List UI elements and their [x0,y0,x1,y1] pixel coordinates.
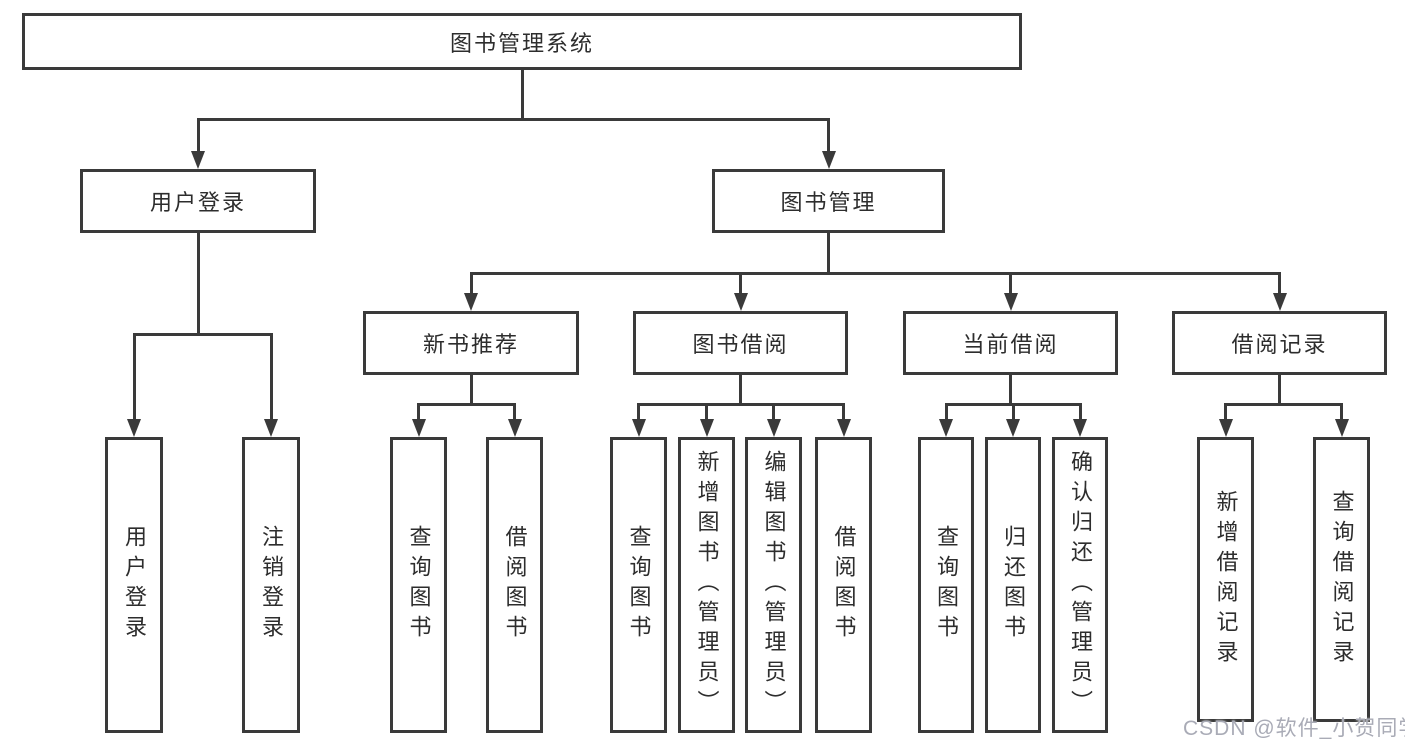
leaf-borrowing-edit-books-admin: 编辑图书（管理员） [745,437,802,733]
node-label: 查询图书 [934,525,959,645]
arrow-down-icon [1334,419,1349,437]
arrow-down-icon [821,151,836,169]
node-label: 图书借阅 [692,332,789,357]
node-label: 查询借阅记录 [1329,489,1355,670]
arrow-down-icon [1006,419,1020,437]
connector-stub [1011,403,1015,421]
node-label: 新增图书（管理员） [694,450,720,720]
node-label: 借阅图书 [502,525,528,645]
connector-stub [772,403,775,421]
arrow-down-icon [939,419,953,437]
arrow-down-icon [1218,419,1233,437]
leaf-recommend-query-books: 查询图书 [390,437,447,733]
connector-user-login-stem [196,233,200,335]
node-label: 归还图书 [1001,525,1026,645]
node-label: 编辑图书（管理员） [761,450,787,720]
connector-user-login-rail [132,333,273,336]
connector-stub [196,118,200,152]
node-label: 新增借阅记录 [1213,489,1239,670]
node-label: 新书推荐 [422,332,519,357]
node-label: 确认归还（管理员） [1068,450,1093,720]
connector-stub [705,403,708,421]
node-label: 查询图书 [406,525,432,645]
node-library-management-system: 图书管理系统 [22,13,1022,70]
connector-stub [842,403,845,421]
connector-stub [827,118,830,152]
node-current-borrowing: 当前借阅 [903,311,1118,375]
node-label: 借阅图书 [831,525,857,645]
connector-stub [637,403,640,421]
node-book-management: 图书管理 [712,169,945,233]
node-label: 注销登录 [259,525,284,645]
arrow-down-icon [1003,293,1018,311]
node-label: 用户登录 [122,525,147,645]
node-label: 当前借阅 [962,332,1059,357]
arrow-down-icon [631,419,646,437]
leaf-records-query-borrow-record: 查询借阅记录 [1313,437,1370,722]
connector-stub [1078,403,1082,421]
node-user-login: 用户登录 [80,169,316,233]
connector-stem [1009,375,1012,405]
connector-book-mgmt-stem [827,233,830,275]
arrow-down-icon [464,293,478,311]
leaf-current-query-books: 查询图书 [918,437,974,733]
connector-stem [739,375,742,405]
arrow-down-icon [264,419,278,437]
arrow-down-icon [766,419,781,437]
arrow-down-icon [191,151,205,169]
leaf-borrowing-add-books-admin: 新增图书（管理员） [678,437,735,733]
node-label: 图书管理系统 [449,30,594,56]
leaf-current-confirm-return-admin: 确认归还（管理员） [1052,437,1108,733]
connector-stub [1340,403,1343,421]
connector-rail [1224,403,1343,406]
arrow-down-icon [836,419,851,437]
connector-level3-rail [469,272,1280,275]
connector-stub [944,403,948,421]
leaf-current-return-books: 归还图书 [985,437,1041,733]
leaf-borrowing-query-books: 查询图书 [610,437,667,733]
arrow-down-icon [507,419,522,437]
node-book-borrowing: 图书借阅 [633,311,848,375]
connector-stub [1009,272,1012,294]
arrow-down-icon [699,419,714,437]
node-label: 图书管理 [780,190,877,215]
leaf-borrowing-borrow-books: 借阅图书 [815,437,872,733]
connector-stub [269,333,273,421]
leaf-recommend-borrow-books: 借阅图书 [486,437,543,733]
csdn-watermark: CSDN @软件_小贺同学 [1183,717,1405,740]
connector-stub [132,333,136,421]
connector-level2-rail [196,118,830,121]
arrow-down-icon [1073,419,1087,437]
node-label: 借阅记录 [1231,332,1328,357]
connector-stem [1278,375,1281,405]
arrow-down-icon [127,419,141,437]
connector-stub [513,403,516,421]
connector-stem [469,375,473,405]
connector-stub [1224,403,1227,421]
leaf-user-login: 用户登录 [105,437,163,733]
leaf-logout-login: 注销登录 [242,437,300,733]
node-label: 查询图书 [626,525,652,645]
arrow-down-icon [1272,293,1287,311]
leaf-records-add-borrow-record: 新增借阅记录 [1197,437,1254,722]
node-borrowing-records: 借阅记录 [1172,311,1387,375]
arrow-down-icon [411,419,426,437]
node-label: 用户登录 [149,190,246,215]
connector-root-stem [520,70,524,120]
connector-stub [469,272,473,294]
connector-stub [1278,272,1281,294]
connector-stub [739,272,742,294]
connector-stub [417,403,420,421]
connector-rail [417,403,516,406]
node-new-book-recommend: 新书推荐 [363,311,579,375]
arrow-down-icon [733,293,748,311]
connector-rail [637,403,845,406]
